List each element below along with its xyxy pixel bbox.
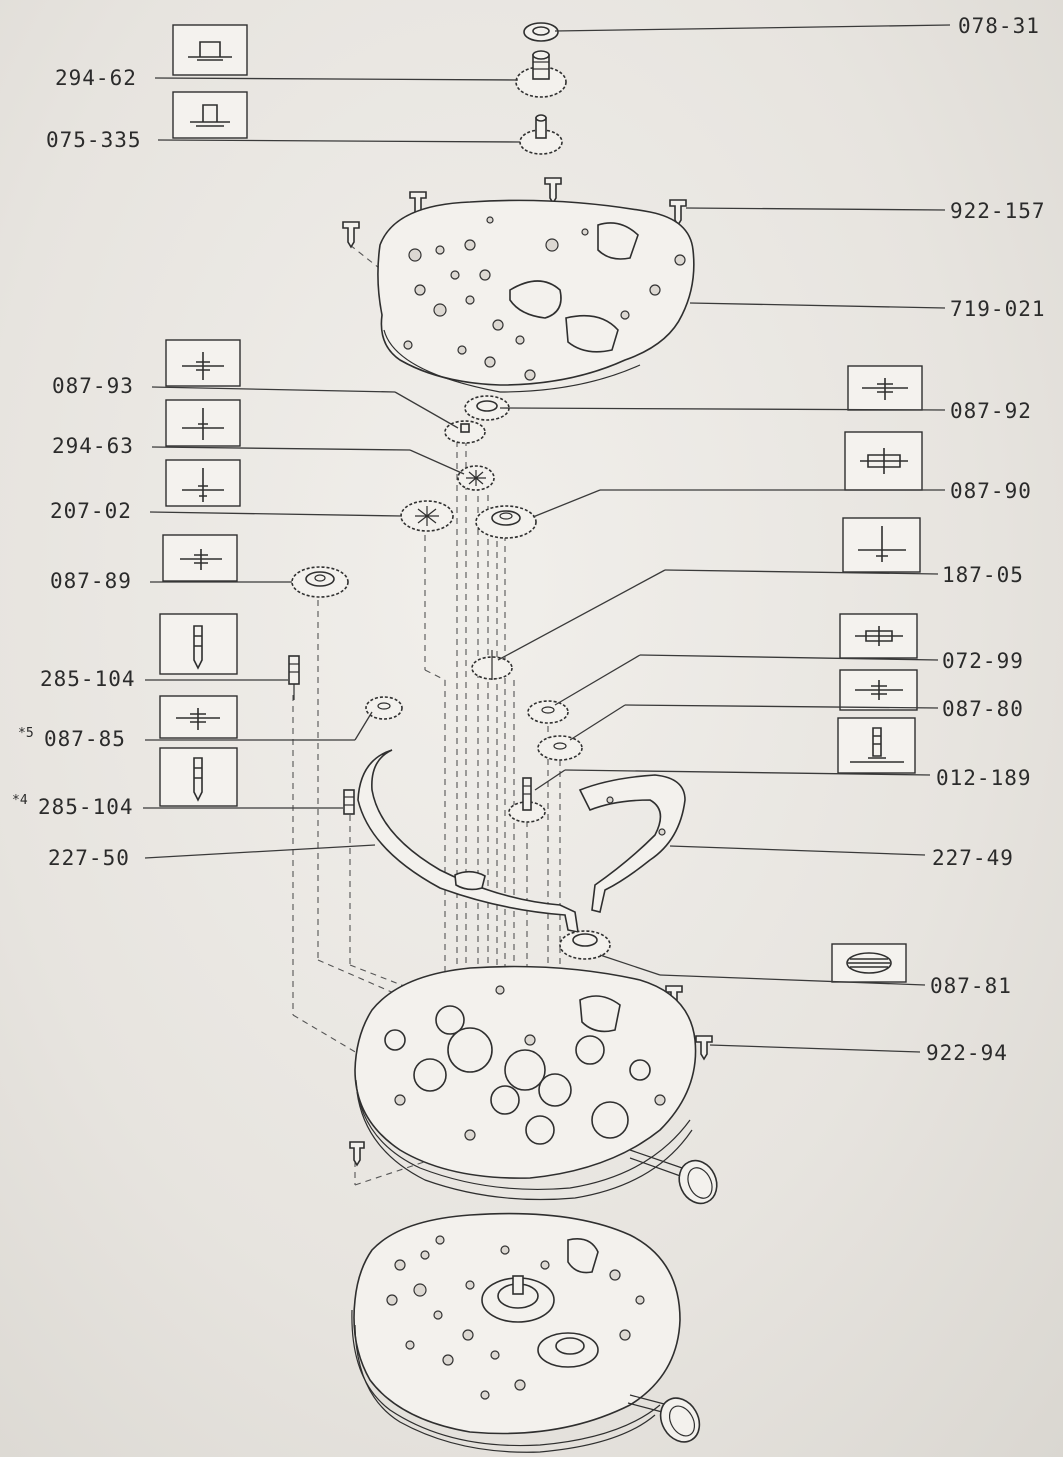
pinion-wheel-icon	[839, 669, 918, 711]
part-087-81-wheel	[559, 930, 611, 960]
label-187-05: 187-05	[942, 563, 1024, 587]
hat-gear-icon	[172, 91, 248, 139]
label-285-104-a: 285-104	[40, 667, 136, 691]
label-087-85-mark: *5	[18, 726, 34, 741]
part-227-50-lever	[357, 749, 579, 934]
label-087-85: 087-85	[44, 727, 126, 751]
hat-gear-icon	[172, 24, 248, 76]
label-207-02: 207-02	[50, 499, 132, 523]
pin-icon	[159, 613, 238, 675]
part-072-99-wheel	[527, 700, 569, 724]
label-294-62: 294-62	[55, 66, 137, 90]
label-078-31: 078-31	[958, 14, 1040, 38]
part-207-02-wheel	[400, 500, 454, 532]
part-labels: 078-31 294-62 075-335 922-157 719-021 08…	[12, 14, 1046, 1065]
main-plate-assembled	[354, 965, 697, 1201]
arbor-icon	[165, 399, 241, 447]
label-922-94: 922-94	[926, 1041, 1008, 1065]
label-087-92: 087-92	[950, 399, 1032, 423]
label-294-63: 294-63	[52, 434, 134, 458]
part-087-85-wheel	[365, 696, 403, 720]
arbor-icon	[842, 517, 921, 573]
pinion-wheel-icon	[839, 613, 918, 659]
part-285-104-pin-a	[288, 655, 300, 700]
double-wheel-icon	[844, 431, 923, 491]
crown-lower	[627, 1394, 701, 1443]
pin-icon	[159, 747, 238, 807]
label-227-50: 227-50	[48, 846, 130, 870]
label-087-93: 087-93	[52, 374, 134, 398]
label-719-021: 719-021	[950, 297, 1046, 321]
pinion-wheel-icon	[159, 695, 238, 739]
stem-pinion-icon	[837, 717, 916, 774]
label-075-335: 075-335	[46, 128, 142, 152]
part-294-62-wheel	[515, 50, 567, 98]
label-087-89: 087-89	[50, 569, 132, 593]
part-012-189-pinion	[508, 777, 546, 823]
label-012-189: 012-189	[936, 766, 1032, 790]
part-078-31-washer	[523, 22, 559, 42]
dial-side-movement	[351, 1212, 681, 1453]
label-087-90: 087-90	[950, 479, 1032, 503]
part-294-63-wheel	[457, 465, 495, 491]
part-719-021-bridge-plate	[377, 199, 695, 393]
stacked-wheel-icon	[831, 943, 907, 983]
part-087-80-wheel	[537, 735, 583, 761]
part-187-05-wheel	[471, 650, 513, 680]
part-227-49-lever	[578, 774, 686, 913]
crown-upper	[629, 1149, 718, 1205]
part-075-335-wheel	[519, 114, 563, 155]
label-072-99: 072-99	[942, 649, 1024, 673]
leader-lines	[143, 24, 951, 1053]
arbor-icon	[165, 459, 241, 507]
part-087-90-wheel	[475, 505, 537, 539]
label-285-104-b: 285-104	[38, 795, 134, 819]
pinion-wheel-icon	[847, 365, 923, 411]
part-087-89-wheel	[291, 566, 349, 598]
label-087-81: 087-81	[930, 974, 1012, 998]
label-087-80: 087-80	[942, 697, 1024, 721]
label-285-104-b-mark: *4	[12, 793, 28, 808]
pinion-wheel-icon	[162, 534, 238, 582]
pinion-wheel-icon	[165, 339, 241, 387]
part-285-104-pin-b	[343, 789, 355, 815]
label-922-157: 922-157	[950, 199, 1046, 223]
label-227-49: 227-49	[932, 846, 1014, 870]
